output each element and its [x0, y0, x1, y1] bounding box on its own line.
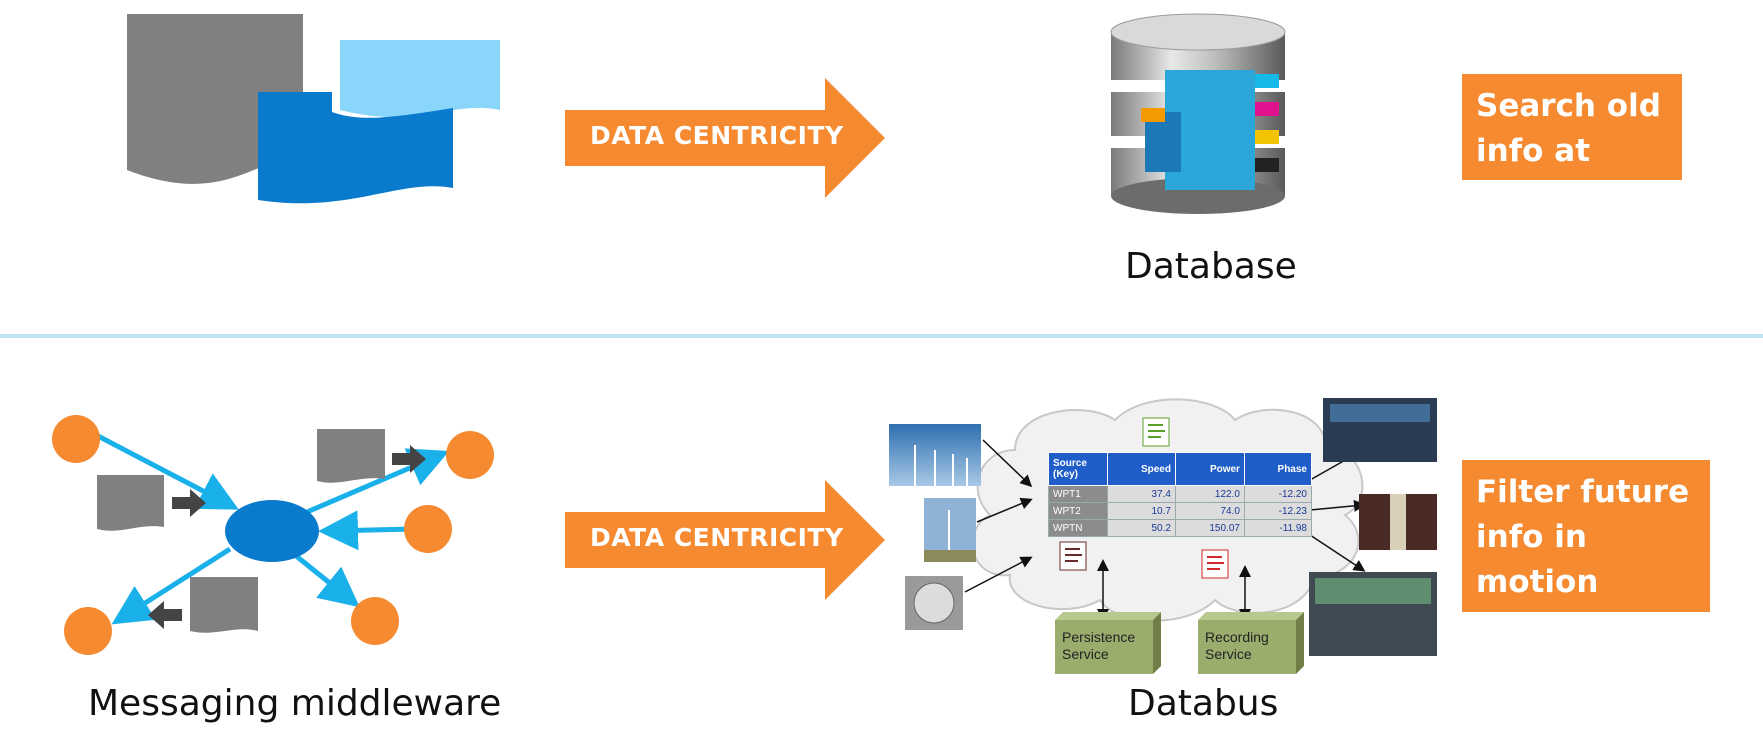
table-cell: -12.23 — [1243, 502, 1313, 520]
document — [97, 475, 164, 531]
table-cell: -12.20 — [1243, 485, 1313, 503]
table-cell: 150.07 — [1174, 519, 1245, 537]
node — [404, 505, 452, 553]
hub-node — [225, 500, 319, 562]
persistence-service-label: Persistence Service — [1062, 629, 1136, 662]
table-cell: 122.0 — [1174, 485, 1245, 503]
node — [64, 607, 112, 655]
table-header: Source (Key) — [1048, 452, 1108, 486]
table-cell: WPTN — [1048, 519, 1108, 537]
messaging-middleware-caption: Messaging middleware — [88, 683, 502, 724]
document-glyph-dark — [1059, 541, 1087, 571]
documents-icon — [127, 14, 500, 204]
recording-service-box — [1198, 620, 1296, 674]
node — [52, 415, 100, 463]
databus-table: Source (Key) Speed Power Phase WPT1 37.4… — [1048, 452, 1313, 537]
table-cell: 50.2 — [1107, 519, 1176, 537]
messaging-middleware-diagram — [52, 415, 494, 655]
document-glyph-red — [1201, 549, 1229, 579]
table-row: WPT2 10.7 74.0 -12.23 — [1048, 502, 1313, 520]
document-glyph-green — [1142, 417, 1170, 447]
table-cell: WPT1 — [1048, 485, 1108, 503]
node — [351, 597, 399, 645]
table-cell: 74.0 — [1174, 502, 1245, 520]
recording-service-label: Recording Service — [1205, 629, 1269, 662]
data-centricity-label-bottom: DATA CENTRICITY — [590, 523, 844, 552]
section-divider — [0, 334, 1763, 338]
filter-future-info-box: Filter future info in motion — [1462, 460, 1710, 612]
search-old-info-box: Search old info at rest — [1462, 74, 1682, 214]
data-centricity-arrow-bottom — [565, 480, 885, 600]
document — [317, 429, 385, 483]
table-row: WPT1 37.4 122.0 -12.20 — [1048, 485, 1313, 503]
node — [446, 431, 494, 479]
data-centricity-arrow-top — [565, 78, 885, 198]
document — [190, 577, 258, 633]
database-icon — [1110, 13, 1286, 214]
table-header: Power — [1174, 452, 1245, 486]
table-cell: WPT2 — [1048, 502, 1108, 520]
table-cell: 10.7 — [1107, 502, 1176, 520]
table-cell: -11.98 — [1243, 519, 1313, 537]
table-header: Phase — [1243, 452, 1313, 486]
data-centricity-label-top: DATA CENTRICITY — [590, 121, 844, 150]
table-header: Speed — [1107, 452, 1176, 486]
table-row: WPTN 50.2 150.07 -11.98 — [1048, 519, 1313, 537]
databus-caption: Databus — [1128, 683, 1279, 724]
database-caption: Database — [1125, 246, 1297, 287]
persistence-service-box — [1055, 620, 1153, 674]
table-cell: 37.4 — [1107, 485, 1176, 503]
